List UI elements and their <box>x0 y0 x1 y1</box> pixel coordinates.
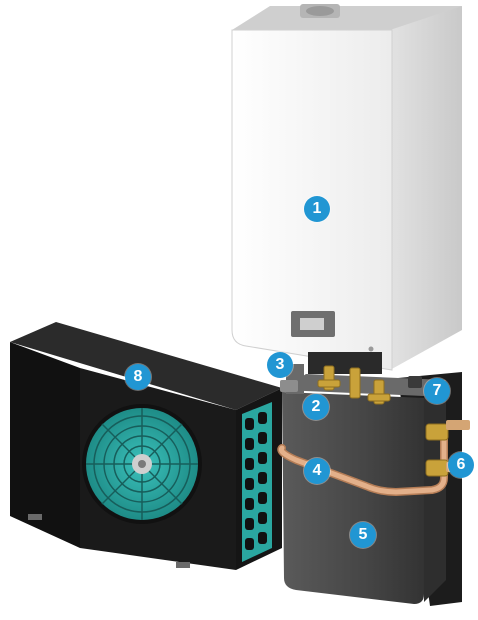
outdoor-foot <box>176 562 190 568</box>
callout-5: 5 <box>350 522 376 548</box>
control-display <box>300 318 324 330</box>
callout-2: 2 <box>303 394 329 420</box>
status-light-icon <box>368 346 374 352</box>
callout-8: 8 <box>125 364 151 390</box>
callout-6: 6 <box>448 452 474 478</box>
indoor-unit-top <box>232 6 462 30</box>
side-grille-pattern <box>245 412 267 550</box>
callout-1: 1 <box>304 196 330 222</box>
callout-3: 3 <box>267 352 293 378</box>
side-valves <box>425 420 470 477</box>
connection-block <box>308 352 382 374</box>
callout-4: 4 <box>304 458 330 484</box>
callout-7: 7 <box>424 378 450 404</box>
outdoor-unit <box>10 322 282 570</box>
fan-hub-center <box>138 460 146 468</box>
top-flue <box>306 6 334 16</box>
mounting-bracket <box>280 380 298 392</box>
tank-front <box>282 392 424 604</box>
outdoor-foot <box>28 514 42 520</box>
brass-fittings <box>317 365 391 405</box>
electrical-box <box>408 376 422 388</box>
outdoor-unit-left-side <box>10 342 80 548</box>
copper-pipe <box>277 428 448 496</box>
indoor-unit <box>231 4 462 371</box>
indoor-unit-side <box>390 6 462 370</box>
